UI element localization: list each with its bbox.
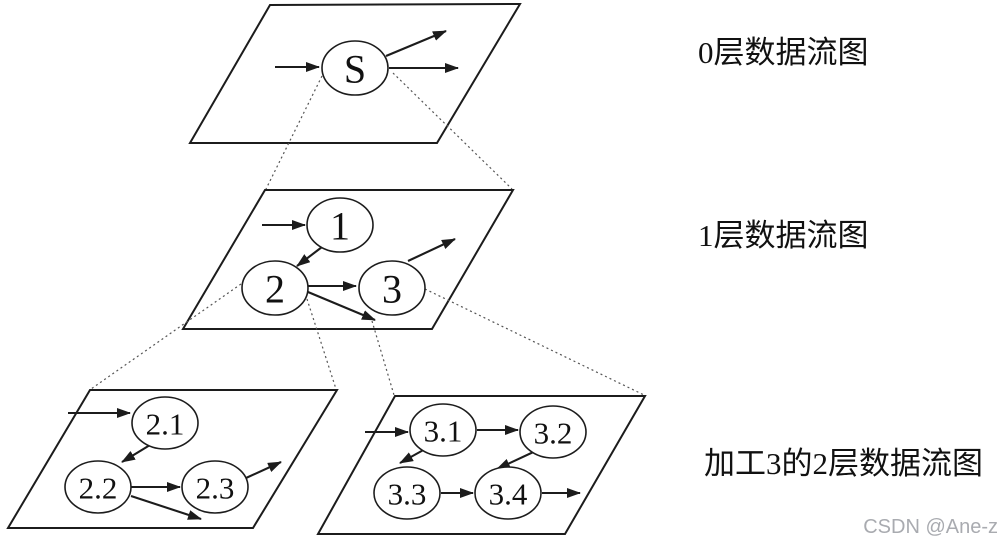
- level2-plane-process3: [316, 395, 647, 535]
- flow-arrow-22-out-diagonal: [130, 495, 202, 520]
- node-21-label: 2.1: [146, 407, 185, 442]
- refine-link-2-left: [90, 283, 242, 390]
- flow-arrow-3-out: [407, 238, 456, 262]
- flow-arrow-23-out: [245, 461, 282, 479]
- refine-link-3-left: [371, 320, 395, 396]
- node-1-circle: [306, 197, 374, 253]
- node-31-circle: [409, 403, 477, 457]
- level2-caption: 加工3的2层数据流图: [704, 446, 983, 481]
- level1-plane: [181, 189, 515, 330]
- node-32-label: 3.2: [534, 416, 573, 451]
- node-33-circle: [373, 466, 441, 520]
- refine-link-3-right: [424, 288, 645, 396]
- node-32-circle: [519, 405, 587, 459]
- node-1-label: 1: [330, 204, 350, 249]
- node-2-circle: [241, 260, 309, 316]
- node-34-label: 3.4: [489, 477, 528, 512]
- level0-plane: [188, 2, 522, 144]
- node-34-circle: [474, 466, 542, 520]
- node-22-label: 2.2: [79, 471, 118, 506]
- node-s-label: S: [344, 47, 366, 92]
- refine-link-s-left: [265, 75, 323, 190]
- node-2-label: 2: [265, 267, 285, 312]
- level2-plane-process2: [6, 389, 339, 529]
- refine-link-s-right: [392, 72, 513, 190]
- node-31-label: 3.1: [424, 414, 463, 449]
- node-21-circle: [131, 396, 199, 450]
- node-33-label: 3.3: [388, 477, 427, 512]
- csdn-watermark: CSDN @Ane-z: [863, 516, 998, 538]
- level1-caption: 1层数据流图: [698, 218, 869, 253]
- flow-arrow-1-to-2: [296, 246, 323, 267]
- node-23-label: 2.3: [196, 471, 235, 506]
- level0-caption: 0层数据流图: [698, 35, 869, 70]
- node-22-circle: [64, 460, 132, 514]
- flow-arrow-21-to-22: [121, 444, 151, 463]
- flow-arrow-s-out-upper: [385, 30, 447, 57]
- refine-link-2-right: [306, 298, 337, 390]
- node-23-circle: [181, 460, 249, 514]
- node-s-circle: [321, 40, 389, 96]
- flow-arrow-2-out-diagonal: [307, 291, 376, 321]
- node-3-label: 3: [382, 267, 402, 312]
- node-3-circle: [358, 260, 426, 316]
